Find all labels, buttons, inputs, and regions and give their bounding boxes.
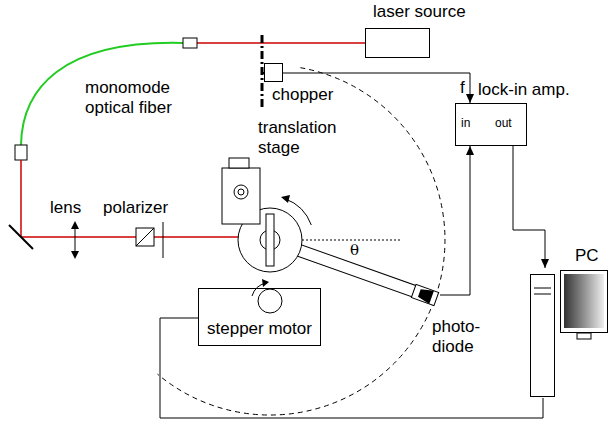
- photodiode-symbol: [410, 280, 440, 310]
- chopper-motor: chopper: [264, 63, 283, 82]
- fiber-connector: [183, 38, 197, 48]
- wire-line: [160, 318, 543, 418]
- fiber-connector: [15, 145, 27, 160]
- mirror: [9, 225, 33, 249]
- arrow-head: [541, 259, 549, 268]
- polarizer-cube: [136, 228, 154, 246]
- arrow-head: [466, 146, 474, 155]
- pc-monitor: [561, 271, 608, 333]
- photodiode: photo- diode: [410, 280, 440, 310]
- arrow-head: [466, 94, 474, 103]
- wire-line: [513, 146, 545, 268]
- wire-line: [440, 146, 470, 295]
- stage-screw: [238, 189, 244, 195]
- pc-drive: [534, 294, 551, 295]
- rotation-arrow: [285, 199, 311, 225]
- translation-stage: [222, 168, 260, 224]
- stage-knob: [229, 158, 249, 168]
- pulley: [258, 289, 282, 313]
- device-label: photo- diode: [432, 317, 480, 357]
- device-label: stepper motor: [207, 319, 312, 339]
- lens-symbol: [71, 251, 79, 259]
- photodiode-sensor: [417, 286, 434, 304]
- computer-icon: [530, 268, 608, 398]
- rotation-arrow: [281, 195, 290, 203]
- lock-in-amplifier: lock-in amp.inout: [455, 103, 527, 146]
- stepper-motor-box: stepper motor: [198, 288, 321, 346]
- signal-wire: [513, 146, 549, 268]
- device-label: PC: [575, 246, 599, 266]
- signal-wire: [160, 318, 543, 418]
- fiber-label: monomode optical fiber: [85, 78, 205, 118]
- polarizer-cube: [136, 228, 154, 246]
- pulley-arrow: [262, 279, 269, 287]
- angle-label: θ: [350, 240, 359, 260]
- laser-beam: [197, 42, 365, 44]
- rotation-path: [158, 68, 445, 415]
- reference-line: [302, 240, 400, 241]
- lens-label: lens: [50, 198, 81, 218]
- pc-screen: [564, 274, 604, 328]
- port-label: in: [461, 116, 470, 130]
- signal-label: f: [459, 78, 466, 98]
- stage-label: translation stage: [258, 118, 358, 158]
- polarizer-label: polarizer: [103, 198, 168, 218]
- laser-beam: [20, 160, 22, 237]
- device-label: lock-in amp.: [478, 80, 570, 100]
- signal-wire: [440, 146, 474, 295]
- port-label: out: [495, 116, 512, 130]
- photodiode-housing: [411, 284, 438, 305]
- pc-drive: [534, 288, 551, 289]
- lens-symbol: [71, 221, 79, 229]
- computer: PC: [530, 268, 608, 398]
- laser-source-box: laser source: [365, 28, 430, 58]
- pc-tower: [531, 275, 555, 397]
- stage-screw: [234, 185, 248, 199]
- sample-plate: [266, 214, 274, 266]
- polarizer-plate: [163, 222, 164, 258]
- device-label: laser source: [373, 2, 466, 22]
- pc-stand: [577, 333, 591, 339]
- device-label: chopper: [272, 85, 333, 105]
